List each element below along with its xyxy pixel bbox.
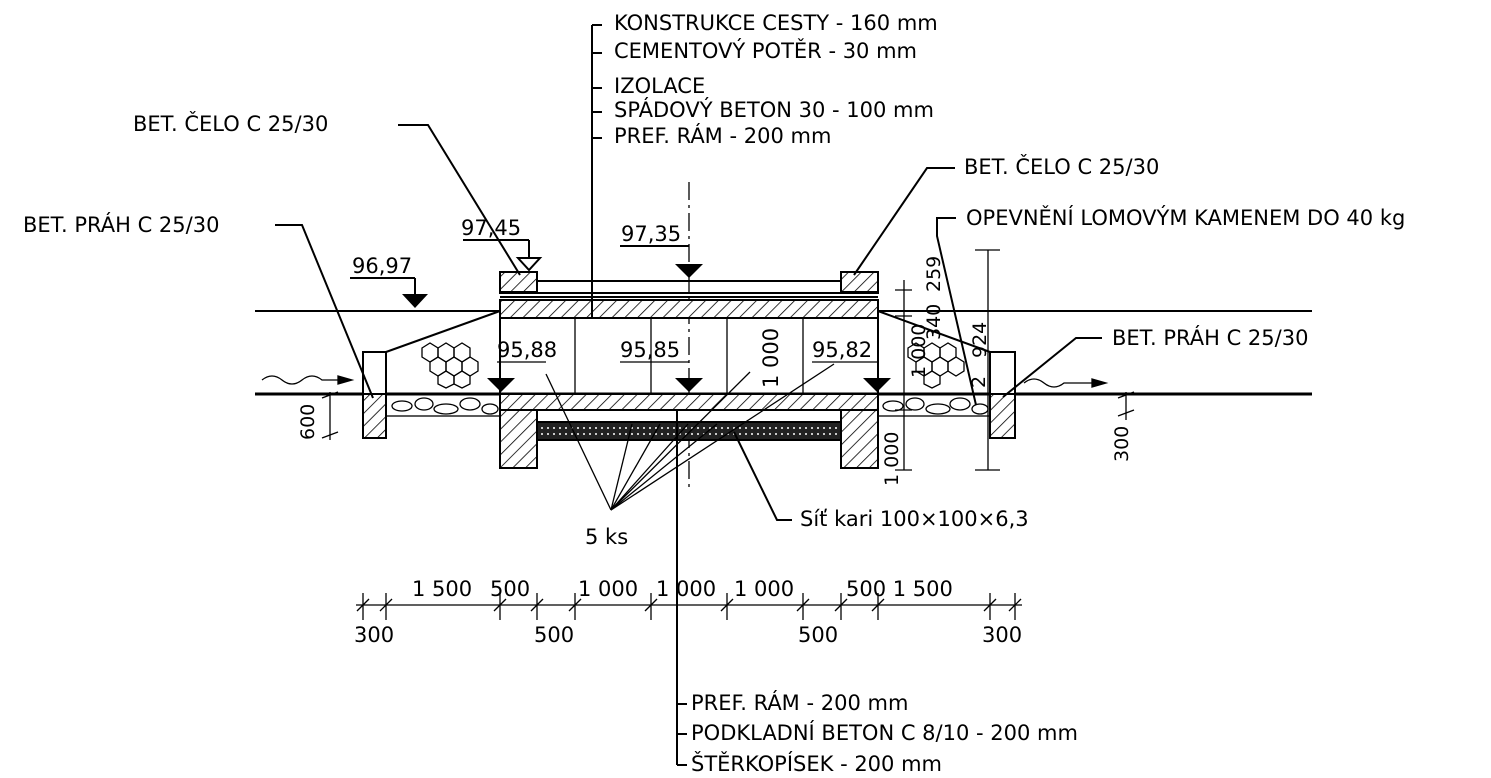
elev-bottom-right: 95,82 [812, 338, 891, 392]
elev-top-center-text: 97,35 [621, 222, 681, 246]
layer-subbase-concrete: PODKLADNÍ BETON C 8/10 - 200 mm [691, 720, 1078, 745]
chain-500-left-b: 500 [534, 623, 574, 647]
layer-screed: CEMENTOVÝ POTĚR - 30 mm [614, 38, 917, 63]
head-wall-left [499, 271, 538, 293]
dim-340: 340 [923, 304, 945, 340]
dim-259: 259 [923, 256, 945, 292]
chain-500-1500-right: 500 1 500 [846, 577, 953, 601]
chain-1000-b: 1 000 [656, 577, 716, 601]
left-prah-dim: 600 [297, 391, 339, 440]
elev-bottom-center: 95,85 [620, 338, 703, 392]
bet-celo-right-callout: BET. ČELO C 25/30 [853, 154, 1159, 276]
chain-1000-c: 1 000 [734, 577, 794, 601]
flow-arrow-right [1023, 378, 1109, 388]
dim-924: 924 [969, 322, 991, 358]
elev-bottom-right-text: 95,82 [812, 338, 872, 362]
opevneni-label: OPEVNĚNÍ LOMOVÝM KAMENEM DO 40 kg [966, 205, 1405, 230]
elev-top-center: 97,35 [620, 222, 703, 278]
elev-bottom-left-text: 95,88 [497, 338, 557, 362]
foundation-right [840, 409, 879, 469]
chain-1500-left: 1 500 [412, 577, 472, 601]
elev-bottom-left: 95,88 [487, 338, 557, 392]
chain-500-left: 500 [490, 577, 530, 601]
layer-prefab-frame: PREF. RÁM - 200 mm [614, 123, 831, 148]
bet-prah-right-label: BET. PRÁH C 25/30 [1112, 325, 1308, 350]
head-wall-right [840, 271, 879, 293]
chain-1000-a: 1 000 [578, 577, 638, 601]
slope-left [385, 310, 501, 353]
rebar-leaders: 5 ks [545, 363, 835, 549]
segment-joints [574, 318, 804, 394]
ks-label: 5 ks [585, 525, 628, 549]
bet-celo-left-label: BET. ČELO C 25/30 [133, 111, 328, 136]
threshold-left [362, 351, 387, 395]
slope-right [877, 310, 991, 353]
foundation-left [499, 409, 538, 469]
right-prah-dim-text: 300 [1111, 426, 1133, 462]
top-layers-callout: KONSTRUKCE CESTY - 160 mm CEMENTOVÝ POTĚ… [591, 11, 938, 318]
right-vertical-dims: 259 340 924 1 000 1 000 2 [881, 249, 1000, 486]
bottom-dimension-chain: 1 500 500 1 000 1 000 1 000 500 1 500 30… [354, 577, 1022, 647]
bet-prah-left-callout: BET. PRÁH C 25/30 [23, 212, 374, 399]
sit-kari-label: Síť kari 100×100×6,3 [800, 507, 1029, 531]
left-prah-dim-text: 600 [297, 404, 319, 440]
elev-terrain-left: 96,97 [350, 254, 428, 308]
subbase-gravel [536, 421, 842, 441]
bet-prah-left-label: BET. PRÁH C 25/30 [23, 212, 219, 237]
right-prah-dim: 300 [1111, 391, 1135, 462]
subbase-concrete [536, 409, 842, 423]
bet-prah-right-callout: BET. PRÁH C 25/30 [1002, 325, 1308, 398]
hex-mesh-right [907, 342, 965, 389]
layer-gravel-sand: ŠTĚRKOPÍSEK - 200 mm [691, 751, 942, 776]
threshold-left-hatched [362, 393, 387, 439]
sit-kari-callout: Síť kari 100×100×6,3 [733, 431, 1029, 531]
chain-500-right-b: 500 [798, 623, 838, 647]
stone-paving-left [385, 393, 501, 417]
bet-celo-right-label: BET. ČELO C 25/30 [964, 154, 1159, 179]
inner-height: 1 000 [759, 328, 783, 388]
bottom-layers-callout: PREF. RÁM - 200 mm PODKLADNÍ BETON C 8/1… [676, 410, 1078, 776]
threshold-right [989, 351, 1016, 395]
layer-bottom-frame: PREF. RÁM - 200 mm [691, 690, 908, 715]
elev-terrain-left-text: 96,97 [352, 254, 412, 278]
chain-300-left: 300 [354, 623, 394, 647]
opevneni-callout: OPEVNĚNÍ LOMOVÝM KAMENEM DO 40 kg [936, 205, 1405, 406]
dim-2: 2 [968, 376, 990, 388]
layer-slope-concrete: SPÁDOVÝ BETON 30 - 100 mm [614, 97, 934, 122]
threshold-right-hatched [989, 393, 1016, 439]
layer-insulation: IZOLACE [614, 74, 705, 98]
top-slab [499, 299, 879, 319]
layer-road: KONSTRUKCE CESTY - 160 mm [614, 11, 938, 35]
dim-1000-b: 1 000 [881, 432, 903, 486]
chain-300-right: 300 [982, 623, 1022, 647]
elev-bottom-center-text: 95,85 [620, 338, 680, 362]
hex-mesh-left [421, 342, 479, 389]
bet-celo-left-callout: BET. ČELO C 25/30 [133, 111, 521, 276]
flow-arrow-left [261, 375, 355, 385]
dim-1000-a: 1 000 [908, 324, 930, 378]
